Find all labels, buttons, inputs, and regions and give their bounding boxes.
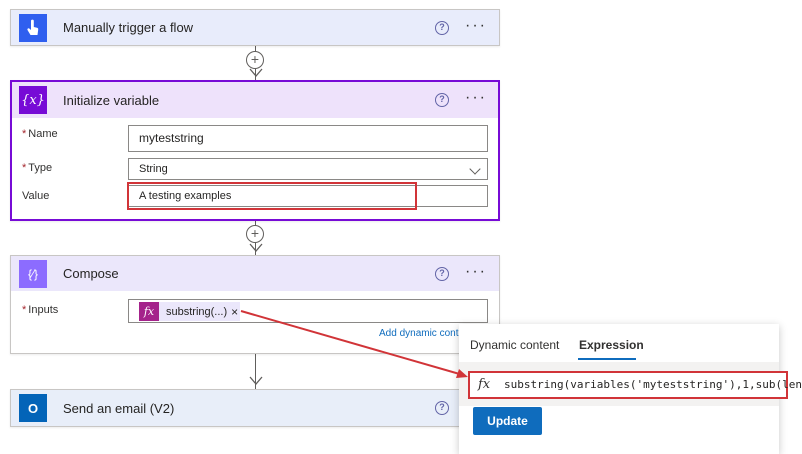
type-select[interactable]: String xyxy=(128,158,488,180)
send-email-title: Send an email (V2) xyxy=(63,400,175,416)
outlook-icon: O xyxy=(19,394,47,422)
name-input[interactable]: myteststring xyxy=(128,125,488,152)
send-email-card[interactable]: O Send an email (V2) ? xyxy=(10,389,500,427)
expression-token[interactable]: fx substring(...) × xyxy=(139,302,240,321)
value-highlight-annotation xyxy=(127,182,417,210)
fx-token-icon: fx xyxy=(139,302,159,321)
curly-compose-icon: {∕} xyxy=(19,259,47,288)
trigger-card-header[interactable]: Manually trigger a flow ? ··· xyxy=(11,10,499,45)
update-button[interactable]: Update xyxy=(473,407,542,435)
type-label: *Type xyxy=(22,162,53,174)
send-email-header[interactable]: O Send an email (V2) ? xyxy=(11,390,499,426)
help-icon[interactable]: ? xyxy=(435,93,449,107)
inputs-label: *Inputs xyxy=(22,304,59,316)
insert-step-button-1[interactable]: + xyxy=(246,51,264,69)
fx-icon: fx xyxy=(478,377,491,392)
hand-touch-icon xyxy=(19,13,47,42)
arrow-down-icon xyxy=(249,376,263,385)
connector-line-3 xyxy=(255,354,256,389)
name-label: *Name xyxy=(22,128,58,140)
help-icon[interactable]: ? xyxy=(435,267,449,281)
more-options-icon[interactable]: ··· xyxy=(465,263,487,280)
tab-expression[interactable]: Expression xyxy=(579,338,644,352)
annotation-arrow xyxy=(240,310,468,378)
more-options-icon[interactable]: ··· xyxy=(465,17,487,34)
token-remove-icon[interactable]: × xyxy=(231,304,239,319)
expression-input[interactable]: fx substring(variables('myteststring'),1,… xyxy=(468,371,802,399)
active-tab-indicator xyxy=(578,358,636,360)
initialize-variable-title: Initialize variable xyxy=(63,92,160,108)
help-icon[interactable]: ? xyxy=(435,21,449,35)
trigger-card[interactable]: Manually trigger a flow ? ··· xyxy=(10,9,500,46)
trigger-card-title: Manually trigger a flow xyxy=(63,20,194,35)
expression-text: substring(variables('myteststring'),1,su… xyxy=(504,378,802,391)
help-icon[interactable]: ? xyxy=(435,401,449,415)
more-options-icon[interactable]: ··· xyxy=(465,89,487,106)
value-label: Value xyxy=(22,190,50,202)
arrow-down-icon xyxy=(249,68,263,77)
dynamic-content-popup: Dynamic content Expression fx substring(v… xyxy=(459,324,802,454)
token-label: substring(...) xyxy=(166,305,228,318)
insert-step-button-2[interactable]: + xyxy=(246,225,264,243)
add-dynamic-content-link[interactable]: Add dynamic cont xyxy=(379,328,459,339)
tab-dynamic-content[interactable]: Dynamic content xyxy=(470,338,560,352)
initialize-variable-header[interactable]: {x} Initialize variable ? ··· xyxy=(12,82,498,118)
value-input[interactable]: A testing examples xyxy=(128,185,488,207)
compose-header[interactable]: {∕} Compose ? ··· xyxy=(11,256,499,291)
arrow-down-icon xyxy=(249,243,263,252)
curly-x-icon: {x} xyxy=(19,86,47,114)
compose-title: Compose xyxy=(63,266,119,281)
